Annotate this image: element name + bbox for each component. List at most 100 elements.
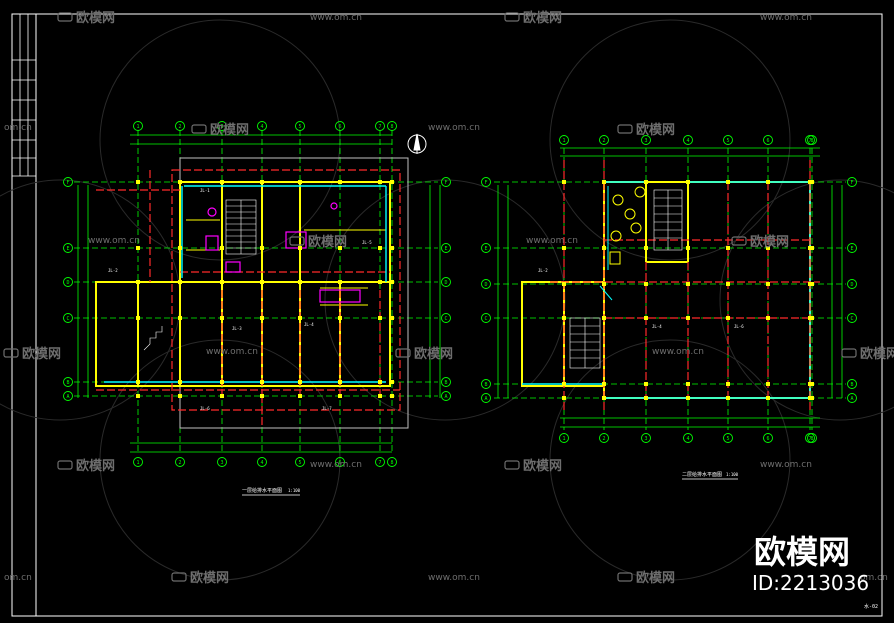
sofa-logo-icon — [617, 124, 633, 134]
column — [766, 396, 770, 400]
column — [726, 382, 730, 386]
axis-label: D — [484, 282, 487, 288]
column — [810, 382, 814, 386]
axis-bubble: 2 — [175, 457, 185, 467]
watermark-site-text: om.cn — [4, 573, 32, 583]
column — [602, 282, 606, 286]
watermark-brand: 欧模网 — [57, 10, 115, 26]
right-room-labels: JL-2 JL-4 JL-6 — [538, 268, 744, 329]
watermark-site-text: www.om.cn — [88, 236, 140, 246]
watermark-brand: 欧模网 — [617, 122, 675, 138]
axis-label: 4 — [260, 460, 263, 466]
axis-bubble: 8 — [387, 457, 397, 467]
axis-label: E — [484, 246, 487, 252]
sheet-frame — [11, 13, 883, 617]
axis-bubble: C — [441, 313, 451, 323]
room-label: JL-6 — [734, 324, 744, 329]
axis-bubble: C — [63, 313, 73, 323]
column — [136, 280, 140, 284]
column — [260, 180, 264, 184]
axis-label: 2 — [178, 124, 181, 130]
column — [378, 246, 382, 250]
column — [260, 394, 264, 398]
room-label: JL-5 — [362, 240, 372, 245]
room-label: JL-3 — [232, 326, 242, 331]
axis-bubble: 7 — [375, 457, 385, 467]
watermark-brand-text: 欧模网 — [22, 346, 61, 362]
column — [178, 180, 182, 184]
axis-bubble: A — [441, 391, 451, 401]
axis-bubble: 1 — [559, 135, 569, 145]
axis-label: 5 — [298, 124, 301, 130]
left-plan-title: 一层给排水平面图 1:100 — [242, 487, 301, 496]
axis-bubble: 1 — [559, 433, 569, 443]
column — [726, 180, 730, 184]
watermarks: 欧模网欧模网欧模网欧模网欧模网欧模网欧模网欧模网欧模网欧模网欧模网欧模网欧模网w… — [3, 10, 894, 586]
sofa-logo-icon — [731, 236, 747, 246]
axis-bubble: 6 — [335, 457, 345, 467]
column — [136, 394, 140, 398]
axis-label: 1 — [136, 460, 139, 466]
axis-label: C — [484, 316, 487, 322]
column — [298, 394, 302, 398]
axis-label: 3 — [220, 460, 223, 466]
axis-label: F — [850, 180, 853, 186]
axis-bubble: D — [441, 277, 451, 287]
column — [338, 246, 342, 250]
column — [220, 394, 224, 398]
watermark-site-text: om.cn — [860, 573, 888, 583]
column — [378, 380, 382, 384]
column — [810, 316, 814, 320]
left-red-pipes — [96, 169, 401, 425]
axis-bubble: 7 — [375, 121, 385, 131]
plan-title: 一层给排水平面图 — [242, 487, 282, 494]
column — [260, 380, 264, 384]
column — [562, 180, 566, 184]
watermark-brand-text: 欧模网 — [190, 570, 229, 586]
left-columns — [136, 180, 394, 398]
axis-bubble: 6 — [335, 121, 345, 131]
axis-bubble: A — [63, 391, 73, 401]
axis-bubble: E — [63, 243, 73, 253]
column — [390, 394, 394, 398]
column — [260, 316, 264, 320]
column — [298, 246, 302, 250]
watermark-brand: 欧模网 — [395, 346, 453, 362]
room-label: JL-2 — [108, 268, 118, 273]
axis-label: 5 — [726, 436, 729, 442]
watermark-brand-text: 欧模网 — [636, 570, 675, 586]
column — [602, 396, 606, 400]
column — [686, 246, 690, 250]
right-dimension-lines — [497, 147, 843, 428]
brand-large: 欧模网 — [754, 533, 850, 571]
watermark-brand-text: 欧模网 — [210, 122, 249, 138]
sofa-logo-icon — [841, 348, 857, 358]
axis-label: 6 — [338, 460, 341, 466]
sofa-logo-icon — [504, 12, 520, 22]
column — [766, 382, 770, 386]
right-cyan-walls — [522, 181, 811, 399]
axis-bubble: E — [481, 243, 491, 253]
sofa-logo-icon — [3, 348, 19, 358]
axis-label: C — [66, 316, 69, 322]
axis-bubble: E — [441, 243, 451, 253]
room-label: JL-4 — [652, 324, 662, 329]
watermark-site-text: www.om.cn — [310, 13, 362, 23]
column — [602, 180, 606, 184]
column — [390, 246, 394, 250]
column — [686, 180, 690, 184]
watermark-brand: 欧模网 — [171, 570, 229, 586]
column — [726, 246, 730, 250]
column — [220, 180, 224, 184]
axis-label: 8 — [810, 138, 813, 144]
room-label: JL-6 — [200, 406, 210, 411]
watermark-site-text: www.om.cn — [428, 573, 480, 583]
axis-bubble: A — [481, 393, 491, 403]
axis-bubble: 3 — [217, 457, 227, 467]
axis-bubble: 5 — [295, 121, 305, 131]
column — [260, 246, 264, 250]
axis-bubble: A — [847, 393, 857, 403]
column — [220, 280, 224, 284]
column — [338, 394, 342, 398]
